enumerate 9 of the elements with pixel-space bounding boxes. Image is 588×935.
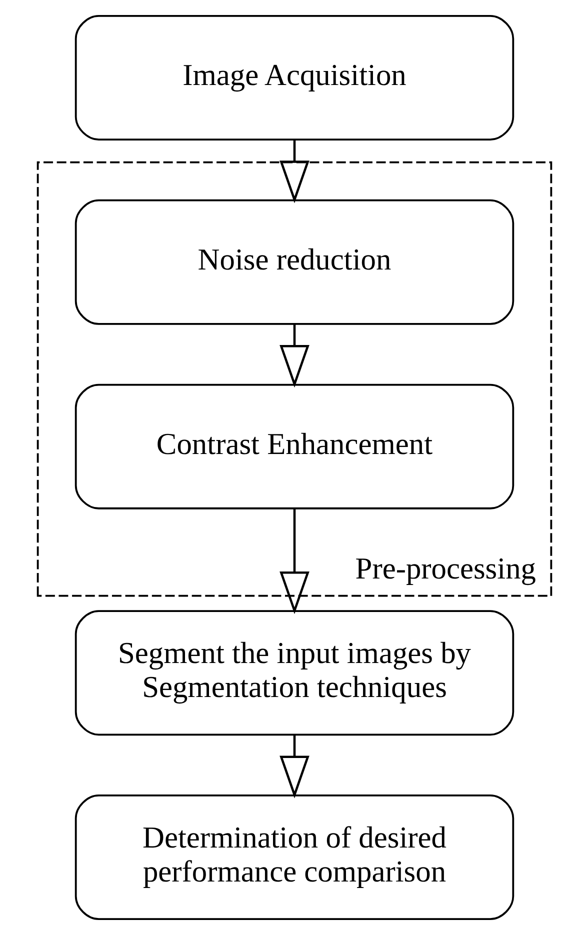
node-box: Determination of desired performance comparison [74,794,514,920]
node-box: Noise reduction [74,199,514,325]
node-box: Segment the input images by Segmentation techniques [74,610,514,736]
arrow [279,508,309,614]
arrow [279,140,309,204]
arrow [279,734,309,798]
node-box: Contrast Enhancement [74,384,514,510]
node-box: Image Acquisition [74,14,514,140]
arrow [279,324,309,388]
